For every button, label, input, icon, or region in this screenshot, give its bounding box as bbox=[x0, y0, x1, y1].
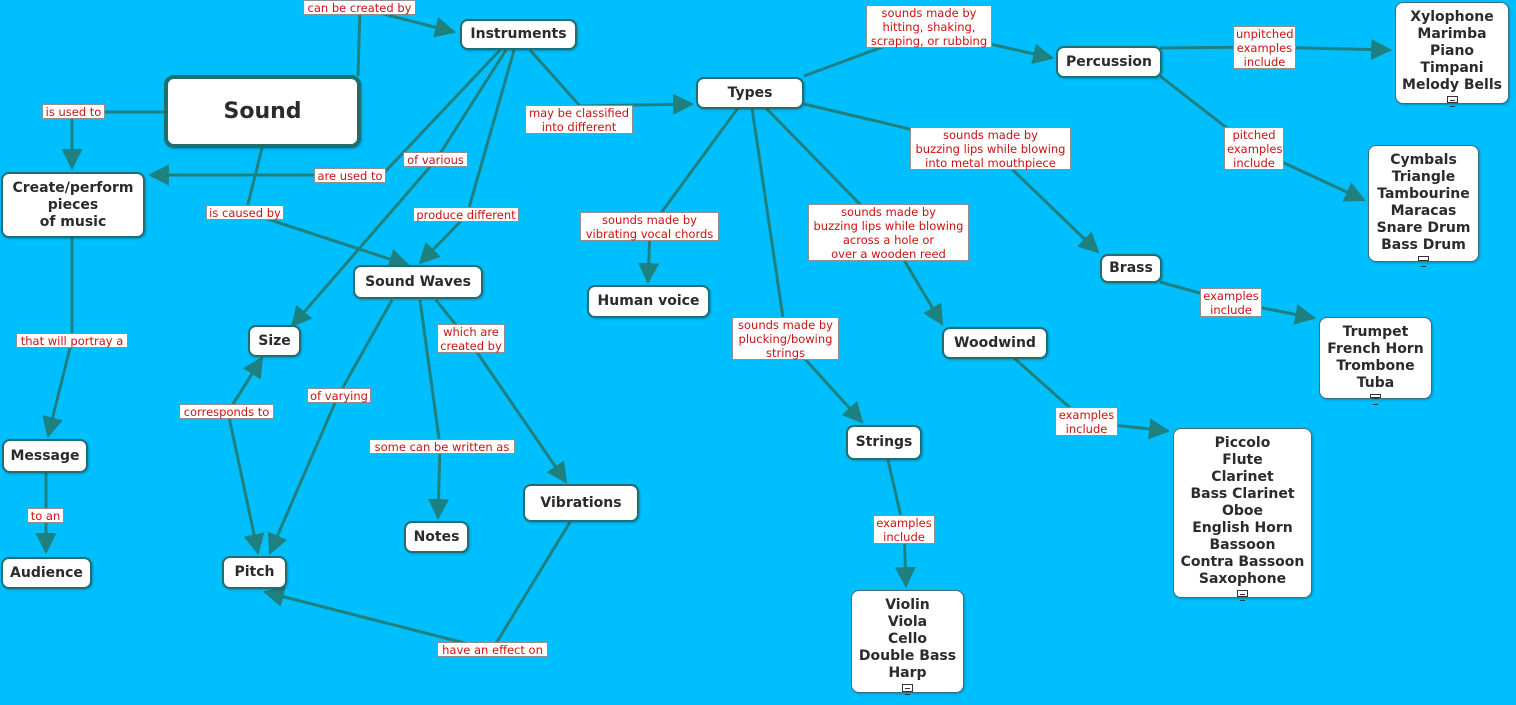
create-perform-node-text: Create/perform pieces of music bbox=[12, 179, 134, 230]
link-types-voice bbox=[638, 107, 740, 285]
link-types-strings bbox=[750, 107, 864, 424]
link-instruments-types bbox=[528, 49, 695, 115]
types-node-text: Types bbox=[727, 84, 773, 101]
link-sound-create bbox=[61, 110, 164, 171]
sound-waves-node-text: Sound Waves bbox=[365, 273, 471, 290]
woodwind-node[interactable]: Woodwind bbox=[942, 327, 1048, 359]
woodwind-examples-node[interactable]: Piccolo Flute Clarinet Bass Clarinet Obo… bbox=[1173, 428, 1312, 601]
pitched-examples-text: Cymbals Triangle Tambourine Maracas Snar… bbox=[1376, 152, 1471, 253]
label-woodwind-examples: examples include bbox=[1055, 407, 1118, 436]
label-vocal-chords: sounds made by vibrating vocal chords bbox=[580, 212, 719, 241]
strings-examples-node[interactable]: Violin Viola Cello Double Bass Harp bbox=[851, 590, 964, 695]
pitch-node[interactable]: Pitch bbox=[222, 556, 287, 589]
label-plucking-bowing: sounds made by plucking/bowing strings bbox=[732, 317, 839, 360]
strings-node[interactable]: Strings bbox=[846, 425, 922, 460]
link-sound-instruments bbox=[356, 6, 457, 77]
brass-examples-text: Trumpet French Horn Trombone Tuba bbox=[1327, 324, 1424, 391]
brass-node-text: Brass bbox=[1109, 260, 1153, 276]
woodwind-examples-text: Piccolo Flute Clarinet Bass Clarinet Obo… bbox=[1180, 435, 1305, 587]
label-have-an-effect-on: have an effect on bbox=[437, 642, 548, 657]
document-icon[interactable] bbox=[1370, 394, 1381, 405]
instruments-node-text: Instruments bbox=[470, 26, 567, 42]
size-node[interactable]: Size bbox=[248, 325, 301, 357]
label-of-various: of various bbox=[403, 152, 468, 167]
label-percussion-desc: sounds made by hitting, shaking, scrapin… bbox=[866, 5, 992, 48]
label-brass-desc: sounds made by buzzing lips while blowin… bbox=[910, 127, 1071, 170]
document-icon[interactable] bbox=[902, 684, 913, 695]
percussion-node[interactable]: Percussion bbox=[1056, 46, 1162, 78]
instruments-node[interactable]: Instruments bbox=[460, 19, 577, 50]
unpitched-examples-node[interactable]: Xylophone Marimba Piano Timpani Melody B… bbox=[1395, 2, 1509, 107]
brass-examples-node[interactable]: Trumpet French Horn Trombone Tuba bbox=[1319, 317, 1432, 405]
label-corresponds-to: corresponds to bbox=[179, 404, 274, 419]
strings-node-text: Strings bbox=[855, 434, 913, 450]
vibrations-node-text: Vibrations bbox=[540, 494, 622, 511]
label-can-be-created-by: can be created by bbox=[303, 0, 416, 15]
label-is-used-to: is used to bbox=[42, 104, 105, 119]
label-which-are-created-by: which are created by bbox=[437, 324, 505, 353]
unpitched-examples-text: Xylophone Marimba Piano Timpani Melody B… bbox=[1402, 9, 1502, 93]
label-brass-examples: examples include bbox=[1200, 288, 1262, 317]
pitch-node-text: Pitch bbox=[234, 564, 275, 580]
label-to-an: to an bbox=[27, 508, 64, 523]
document-icon[interactable] bbox=[1418, 256, 1429, 267]
label-are-used-to: are used to bbox=[314, 168, 386, 183]
strings-examples-text: Violin Viola Cello Double Bass Harp bbox=[858, 597, 957, 681]
label-strings-examples: examples include bbox=[873, 515, 935, 544]
document-icon[interactable] bbox=[1446, 96, 1458, 107]
label-that-will-portray: that will portray a bbox=[16, 333, 128, 348]
human-voice-node-text: Human voice bbox=[597, 293, 700, 309]
audience-node-text: Audience bbox=[10, 564, 83, 581]
audience-node[interactable]: Audience bbox=[1, 557, 92, 589]
label-pitched: pitched examples include bbox=[1224, 127, 1284, 170]
sound-node-text: Sound bbox=[223, 99, 302, 124]
size-node-text: Size bbox=[258, 332, 291, 349]
notes-node-text: Notes bbox=[413, 528, 460, 545]
vibrations-node[interactable]: Vibrations bbox=[523, 484, 639, 522]
human-voice-node[interactable]: Human voice bbox=[587, 285, 710, 318]
brass-node[interactable]: Brass bbox=[1100, 254, 1162, 283]
label-unpitched: unpitched examples include bbox=[1233, 26, 1296, 69]
label-of-varying: of varying bbox=[307, 388, 371, 403]
link-size-pitch bbox=[226, 356, 265, 556]
woodwind-node-text: Woodwind bbox=[954, 334, 1036, 351]
message-node-text: Message bbox=[10, 447, 80, 464]
message-node[interactable]: Message bbox=[2, 439, 88, 473]
sound-node[interactable]: Sound bbox=[164, 75, 361, 148]
label-may-be-classified: may be classified into different bbox=[525, 105, 633, 134]
document-icon[interactable] bbox=[1237, 590, 1248, 601]
notes-node[interactable]: Notes bbox=[404, 521, 469, 553]
sound-waves-node[interactable]: Sound Waves bbox=[353, 265, 483, 299]
percussion-node-text: Percussion bbox=[1066, 53, 1152, 70]
label-woodwind-desc: sounds made by buzzing lips while blowin… bbox=[808, 204, 969, 261]
label-is-caused-by: is caused by bbox=[206, 205, 284, 220]
types-node[interactable]: Types bbox=[696, 77, 804, 109]
create-perform-node[interactable]: Create/perform pieces of music bbox=[1, 172, 145, 238]
label-some-can-be-written: some can be written as bbox=[369, 439, 515, 454]
pitched-examples-node[interactable]: Cymbals Triangle Tambourine Maracas Snar… bbox=[1368, 145, 1479, 267]
label-produce-different: produce different bbox=[413, 207, 519, 222]
